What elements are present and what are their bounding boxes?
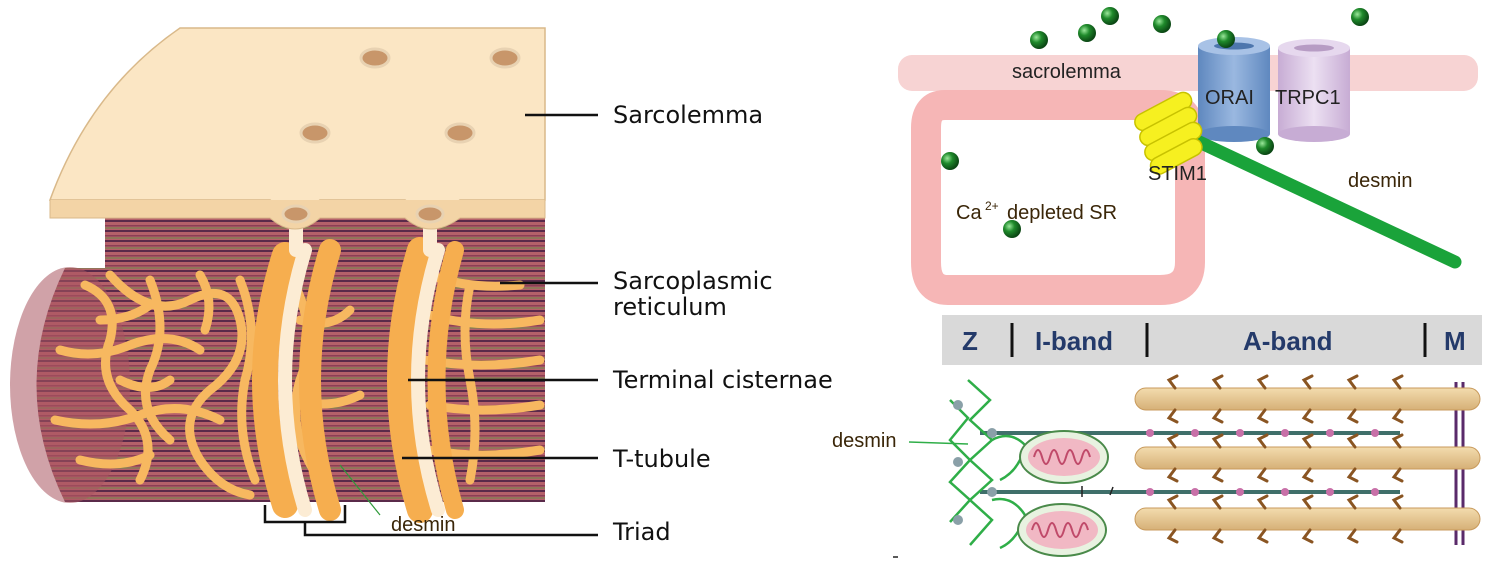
triad-label: Triad [612,518,671,546]
left-leader-lines [263,113,598,537]
trpc1-label: TRPC1 [1275,87,1341,109]
z-band-label: Z [962,326,978,356]
orai-channel [1198,37,1270,142]
band-separators [1010,323,1427,357]
m-line-label: M [1444,326,1466,356]
ca-charge-superscript: 2+ [985,199,999,213]
mitochondrion-lower [1017,503,1107,557]
t-tubule-label: T-tubule [612,445,711,473]
sacrolemma-band [898,55,1478,91]
sarcomere-desmin-label: desmin [832,430,896,452]
calcium-ions [941,7,1369,238]
top-desmin-label: desmin [1348,170,1412,192]
trpc1-channel [1278,39,1350,142]
fiber-end-cap [10,267,130,503]
sarcoplasmic-label-line1: Sarcoplasmic [613,267,773,295]
sarcoplasmic-reticulum-network [50,270,545,500]
sarcolemma-sheet [48,27,546,212]
orai-label: ORAI [1205,87,1254,109]
stim1-label: STIM1 [1148,163,1207,185]
stim1-protein [1134,91,1203,175]
i-band-label: I-band [1035,326,1113,356]
z-disc-nodes [953,400,997,525]
t-tubule-openings [281,47,521,224]
sarcoplasmic-label-line2: reticulum [613,293,727,321]
sarcolemma-label: Sarcolemma [613,101,763,129]
desmin-filament [1188,133,1462,269]
desmin-pointer-line [908,441,969,445]
desmin-fiber-line [339,464,381,516]
mitochondrion-upper [1019,430,1109,484]
thick-filaments [1134,387,1481,531]
left-desmin-label: desmin [391,514,455,536]
sarcomere-diagram [893,315,1482,558]
a-band-label: A-band [1243,326,1333,356]
small-tick-marks [893,486,1114,558]
sacrolemma-label: sacrolemma [1012,61,1122,83]
thin-filament-beads [1146,429,1379,496]
band-header-bar [942,315,1482,365]
myosin-heads [1166,374,1404,544]
muscle-fiber-illustration [10,27,546,523]
ca-symbol: Ca [956,202,982,224]
terminal-cisternae-label: Terminal cisternae [612,366,833,394]
depleted-sr-label: depleted SR [1007,202,1117,224]
store-operated-calcium-entry-diagram [898,7,1478,305]
